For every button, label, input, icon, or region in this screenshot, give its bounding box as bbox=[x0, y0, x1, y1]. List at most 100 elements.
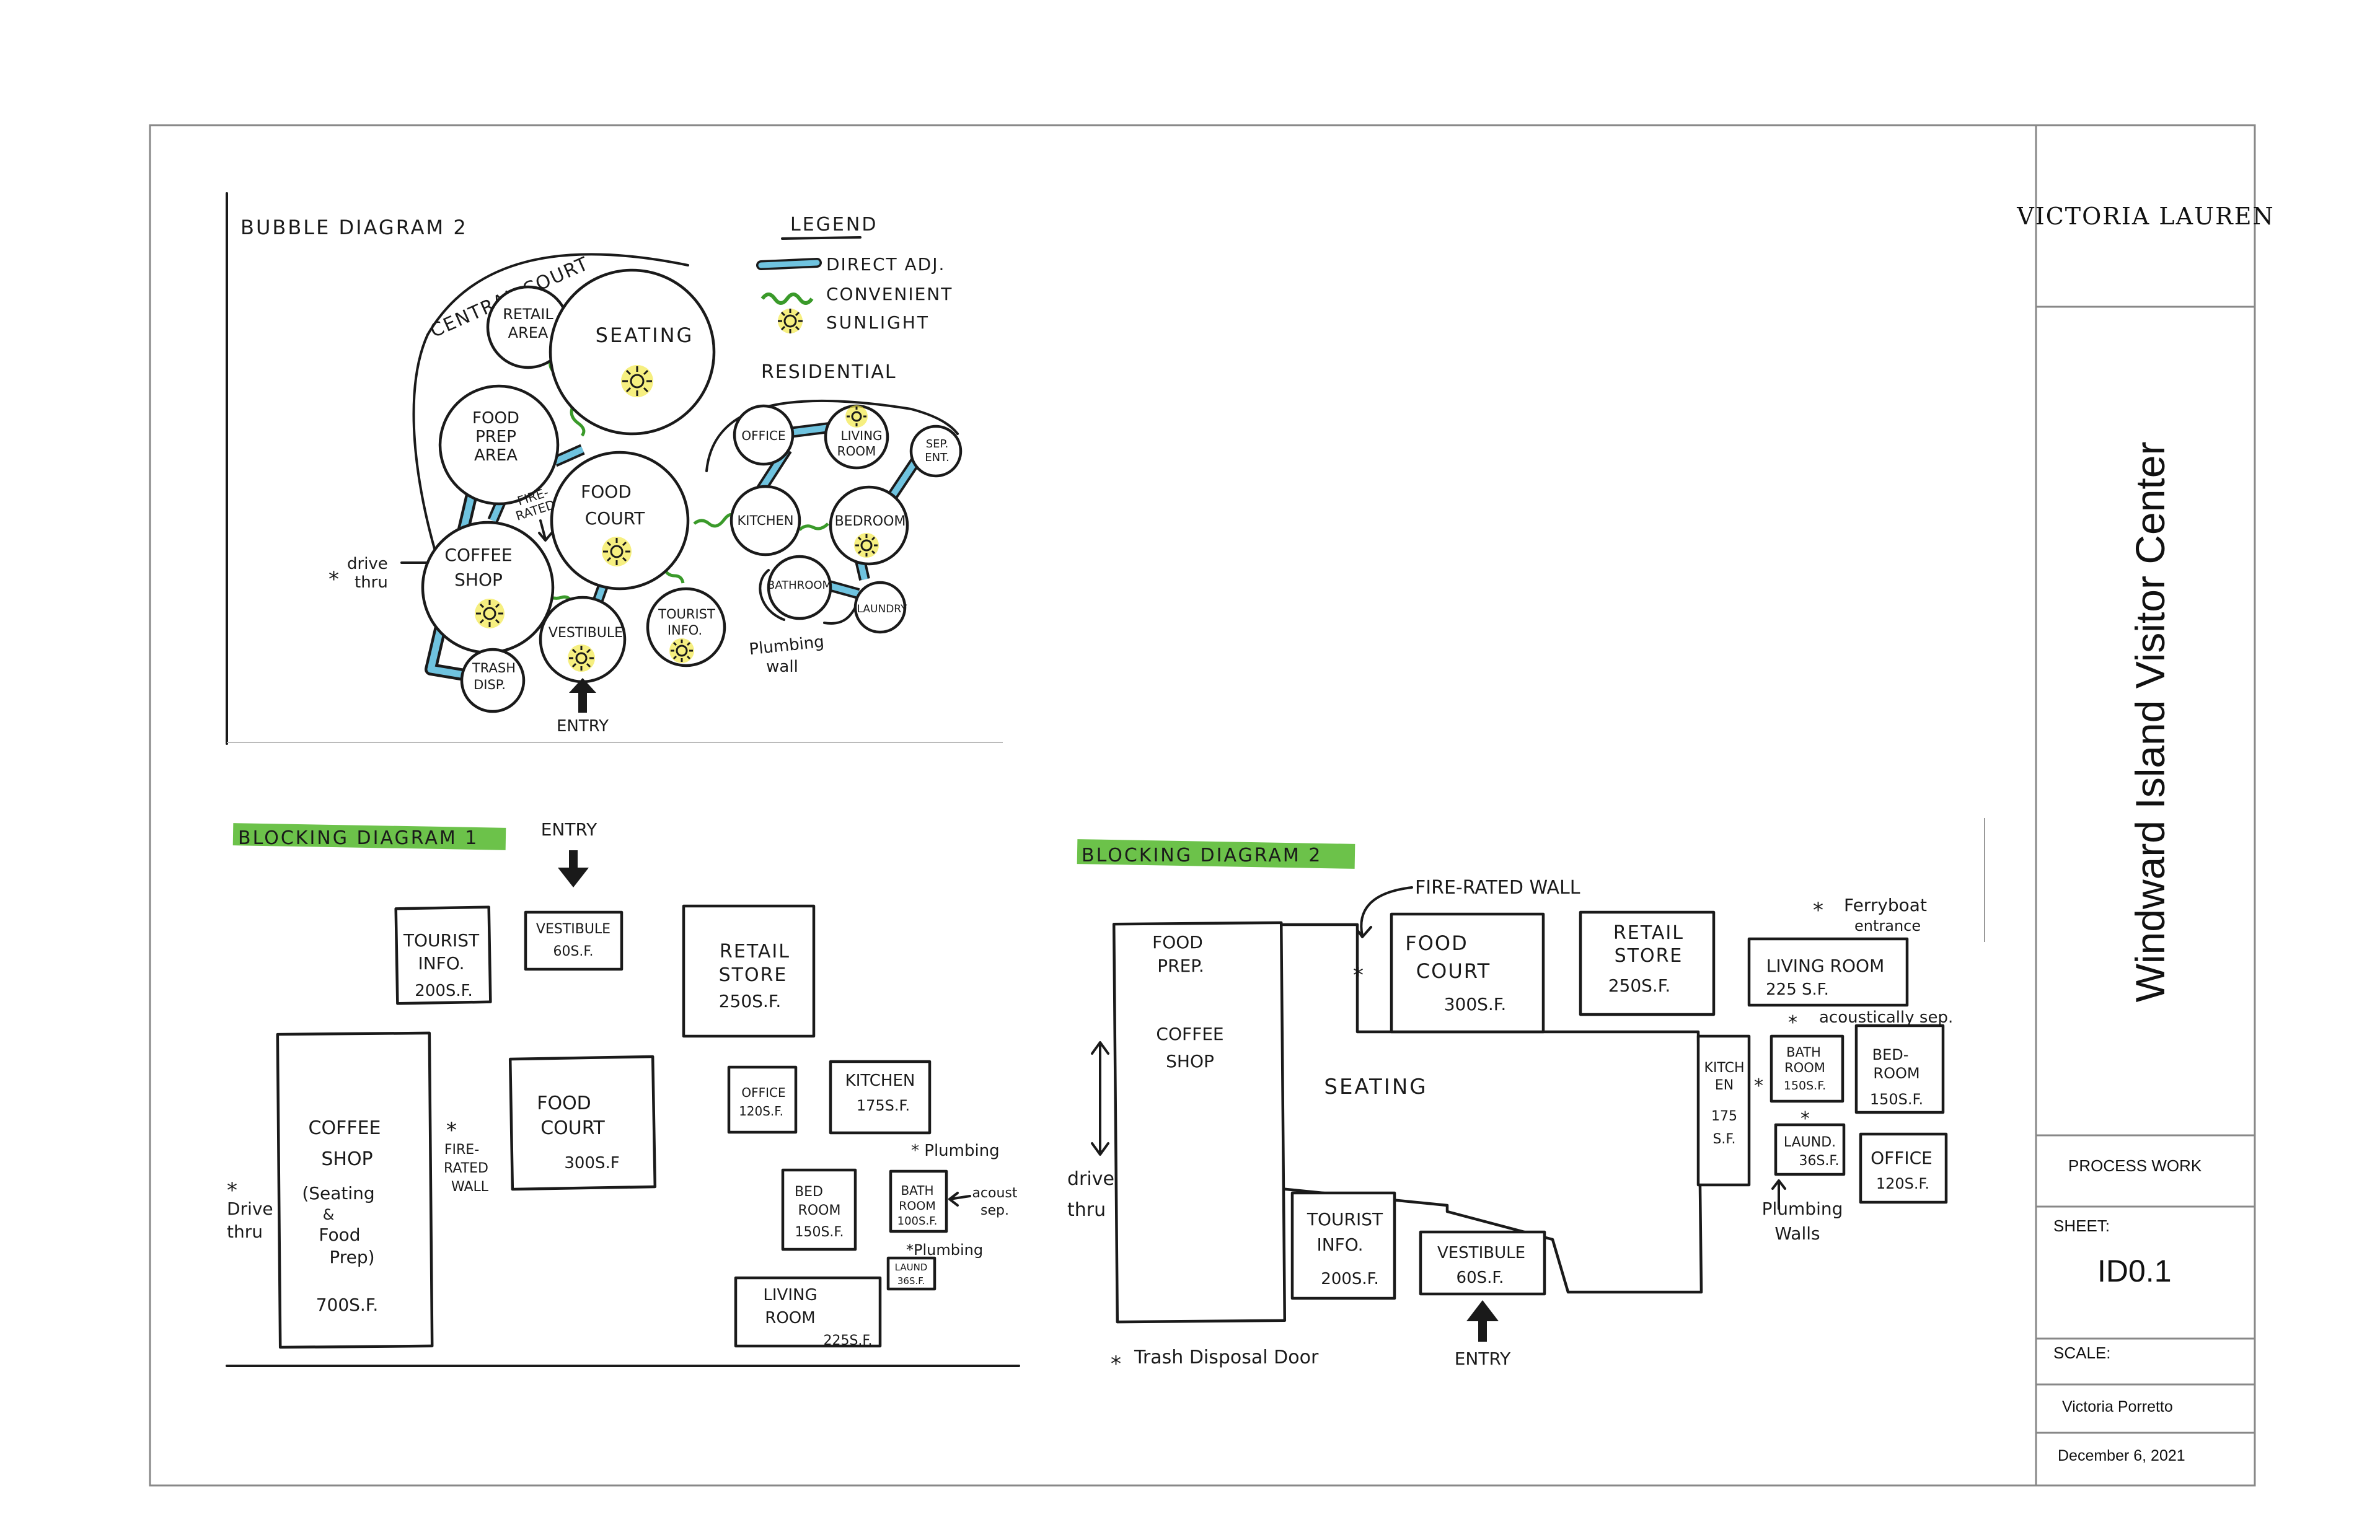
coffee-label: Prep) bbox=[329, 1247, 374, 1267]
label-bedroom: BEDROOM bbox=[835, 514, 906, 529]
kitchen-label: KITCH bbox=[1704, 1060, 1745, 1076]
scale-label: SCALE: bbox=[2053, 1344, 2111, 1362]
retail-label: STORE bbox=[1615, 945, 1683, 967]
coffee-label: & bbox=[323, 1206, 335, 1223]
ferry-label: Ferryboat bbox=[1844, 895, 1927, 915]
label-sep-ent: ENT. bbox=[925, 451, 949, 464]
label-food-prep: AREA bbox=[474, 446, 518, 465]
label-sep-ent: SEP. bbox=[926, 438, 949, 451]
central-court-arc bbox=[426, 253, 689, 336]
bubble-diagram: BUBBLE DIAGRAM 2 LEGEND DIRECT ADJ. CONV… bbox=[226, 192, 1003, 745]
sunlight-icon bbox=[475, 599, 505, 628]
plumbing-label: Walls bbox=[1774, 1223, 1820, 1244]
asterisk: * bbox=[1813, 898, 1823, 923]
blocking-diagram-2: BLOCKING DIAGRAM 2 FIRE-RATED WALL SEATI… bbox=[1067, 818, 1985, 1376]
label-food-court: COURT bbox=[585, 508, 646, 529]
room-living bbox=[1747, 937, 1909, 1007]
residential-arc bbox=[705, 399, 959, 472]
label-coffee: COFFEE bbox=[444, 545, 512, 565]
retail-label: RETAIL bbox=[720, 941, 790, 962]
room-kitchen bbox=[829, 1060, 932, 1135]
bedroom-label: ROOM bbox=[798, 1203, 841, 1218]
sunlight-icon bbox=[568, 645, 595, 672]
acoustic-arrow bbox=[948, 1192, 971, 1207]
legend-title: LEGEND bbox=[790, 214, 878, 235]
bedroom-label: ROOM bbox=[1873, 1065, 1919, 1082]
tourist-label: INFO. bbox=[418, 953, 464, 974]
room-laundry bbox=[1774, 1123, 1846, 1176]
asterisk: * bbox=[1754, 1075, 1763, 1097]
designer-name: VICTORIA LAUREN bbox=[2016, 203, 2274, 230]
sunlight-icon bbox=[621, 365, 653, 397]
project-title: Windward Island Visitor Center bbox=[2127, 442, 2173, 1003]
legend-direct-label: DIRECT ADJ. bbox=[826, 254, 945, 275]
acoustic-label: acoustically sep. bbox=[1819, 1008, 1953, 1027]
entry-label: ENTRY bbox=[1455, 1349, 1511, 1369]
room-living bbox=[734, 1276, 882, 1348]
bubble-kitchen bbox=[729, 485, 801, 557]
title-highlight bbox=[232, 823, 506, 850]
plumbing-note-2: *Plumbing bbox=[906, 1241, 983, 1259]
acoustic-label: acoust bbox=[972, 1186, 1017, 1201]
room-bath bbox=[889, 1169, 948, 1233]
label-living: LIVING bbox=[840, 428, 882, 443]
room-kitchen bbox=[1696, 1034, 1751, 1187]
fire-rated-arrow bbox=[538, 519, 553, 542]
living-label: LIVING bbox=[763, 1286, 817, 1305]
blocking1-title: BLOCKING DIAGRAM 1 bbox=[238, 827, 478, 849]
asterisk: * bbox=[328, 567, 339, 592]
food-court-label: COURT bbox=[1416, 959, 1491, 983]
entry-arrow-icon bbox=[1466, 1300, 1499, 1342]
fire-rated-label: RATED bbox=[444, 1161, 488, 1176]
sheet-label: SHEET: bbox=[2053, 1217, 2110, 1235]
label-coffee: SHOP bbox=[454, 570, 503, 590]
entry-arrow-icon bbox=[558, 850, 589, 887]
label-food-prep: FOOD bbox=[472, 409, 519, 428]
plumbing-bracket bbox=[759, 569, 857, 625]
drive-thru-label: Drive bbox=[227, 1199, 273, 1219]
room-bath bbox=[1770, 1034, 1844, 1103]
bedroom-area: 150S.F. bbox=[795, 1225, 844, 1240]
bubble-tourist-info bbox=[646, 587, 726, 667]
tourist-label: TOURIST bbox=[403, 930, 480, 951]
sunlight-icon bbox=[845, 405, 868, 428]
label-vestibule: VESTIBULE bbox=[549, 625, 623, 641]
drive-thru-arrow bbox=[1091, 1041, 1109, 1156]
process-label: PROCESS WORK bbox=[2068, 1156, 2202, 1175]
entry-arrow-icon bbox=[569, 678, 596, 713]
title-highlight bbox=[1077, 839, 1355, 869]
kitchen-area: S.F. bbox=[1712, 1132, 1735, 1147]
bath-label: ROOM bbox=[899, 1199, 936, 1213]
coffee-label: COFFEE bbox=[1156, 1024, 1223, 1044]
bubble-bedroom bbox=[829, 485, 909, 566]
entry-label: ENTRY bbox=[541, 819, 597, 840]
bedroom-area: 150S.F. bbox=[1870, 1091, 1923, 1108]
residential-label: RESIDENTIAL bbox=[761, 361, 897, 383]
food-court-label: FOOD bbox=[537, 1093, 591, 1114]
kitchen-label: KITCHEN bbox=[845, 1071, 915, 1090]
room-vestibule bbox=[524, 910, 624, 971]
office-label: OFFICE bbox=[1871, 1148, 1933, 1168]
vestibule-label: VESTIBULE bbox=[1437, 1244, 1525, 1262]
sunlight-icon bbox=[854, 533, 879, 558]
label-retail: AREA bbox=[508, 324, 549, 341]
kitchen-label: EN bbox=[1715, 1078, 1734, 1093]
room-office bbox=[1859, 1132, 1948, 1204]
sheet-number: ID0.1 bbox=[2097, 1254, 2172, 1288]
sunlight-icon bbox=[602, 537, 632, 566]
label-drive-thru: thru bbox=[355, 573, 388, 592]
room-bedroom bbox=[1854, 1024, 1945, 1114]
label-food-court: FOOD bbox=[581, 482, 632, 502]
room-laundry bbox=[886, 1256, 937, 1291]
retail-label: RETAIL bbox=[1613, 922, 1684, 944]
label-food-prep: PREP bbox=[475, 428, 516, 446]
coffee-label: Food bbox=[319, 1225, 360, 1245]
laund-area: 36S.F. bbox=[1799, 1153, 1839, 1169]
kitchen-area: 175 bbox=[1711, 1109, 1737, 1124]
room-bedroom bbox=[781, 1168, 857, 1251]
tourist-label: TOURIST bbox=[1307, 1209, 1383, 1230]
asterisk: * bbox=[1111, 1352, 1121, 1376]
blocking2-title: BLOCKING DIAGRAM 2 bbox=[1082, 845, 1322, 866]
bath-area: 100S.F. bbox=[897, 1215, 938, 1228]
tourist-area: 200S.F. bbox=[1321, 1270, 1378, 1288]
